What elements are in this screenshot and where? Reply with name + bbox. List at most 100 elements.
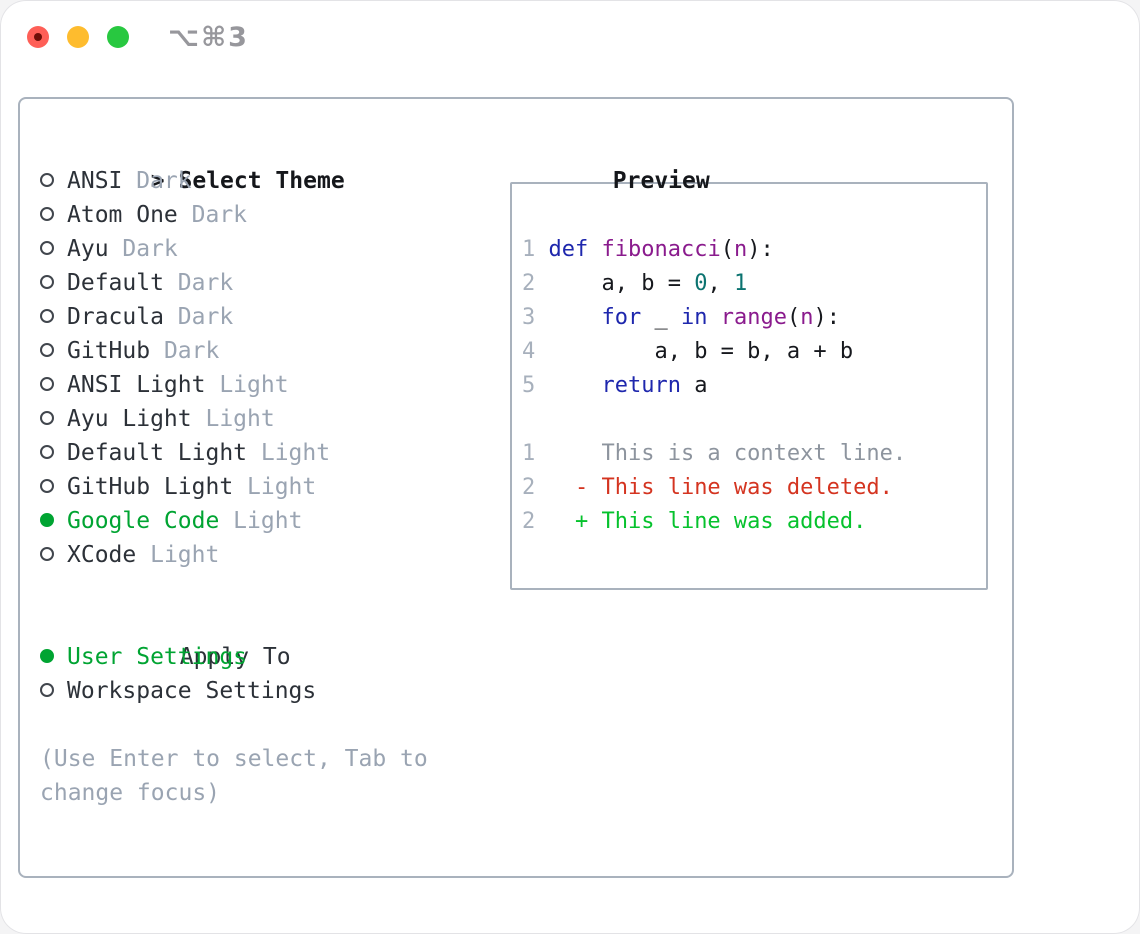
preview-header: Preview [502,130,1002,194]
theme-name: Ayu [67,236,109,262]
diff-text: - This line was deleted. [535,475,893,500]
spacer [40,572,502,606]
theme-variant: Light [205,372,289,398]
radio-unselected-icon [40,547,54,561]
diff-text: + This line was added. [535,509,867,534]
theme-variant: Light [247,440,331,466]
theme-name: Dracula [67,304,164,330]
theme-variant: Light [233,474,317,500]
radio-unselected-icon [40,241,54,255]
line-number: 5 [522,373,549,398]
theme-option-ansi[interactable]: ANSI Dark [40,164,502,198]
title-bar: ⌥⌘3 [0,0,1140,97]
theme-option-github-light[interactable]: GitHub Light Light [40,470,502,504]
radio-unselected-icon [40,377,54,391]
theme-option-atom-one[interactable]: Atom One Dark [40,198,502,232]
theme-name: ANSI Light [67,372,206,398]
line-number: 2 [522,271,549,296]
prompt-caret-icon: > [150,168,165,194]
theme-option-default[interactable]: Default Dark [40,266,502,300]
theme-name: XCode [67,542,137,568]
theme-option-xcode[interactable]: XCode Light [40,538,502,572]
theme-option-dracula[interactable]: Dracula Dark [40,300,502,334]
code-line: 5 return a [522,373,708,398]
radio-unselected-icon [40,411,54,425]
apply-to-header: Apply To [40,606,502,670]
traffic-lights [27,26,129,48]
radio-unselected-icon [40,275,54,289]
keyboard-hint: (Use Enter to select, Tab to change focus… [40,742,502,810]
select-theme-title: Select Theme [178,168,345,194]
hint-text: (Use Enter to select, Tab to [40,746,428,772]
apply-option-label: Workspace Settings [67,678,317,704]
line-number: 2 [522,475,536,500]
hint-text: change focus) [40,780,221,806]
radio-unselected-icon [40,309,54,323]
apply-option-user-settings[interactable]: User Settings [40,640,502,674]
radio-unselected-icon [40,173,54,187]
theme-option-default-light[interactable]: Default Light Light [40,436,502,470]
theme-variant: Dark [122,168,192,194]
theme-name: GitHub [67,338,151,364]
radio-selected-icon [40,649,54,663]
theme-name: GitHub Light [67,474,234,500]
preview-title: Preview [612,168,710,194]
theme-name: Default [67,270,164,296]
apply-to-label: Apply To [179,644,291,670]
theme-variant: Light [136,542,220,568]
radio-unselected-icon [40,683,54,697]
theme-variant: Dark [177,202,248,228]
diff-line-deleted: 2 - This line was deleted. [522,471,986,505]
line-number: 4 [522,339,549,364]
spacer [522,403,986,437]
theme-variant: Dark [108,236,178,262]
diff-line-context: 1 This is a context line. [522,437,986,471]
theme-name: ANSI [67,168,123,194]
theme-option-google-code[interactable]: Google Code Light [40,504,502,538]
code-line: 4 a, b = b, a + b [522,339,854,364]
window-title: ⌥⌘3 [168,22,249,53]
theme-name: Default Light [67,440,248,466]
line-number: 3 [522,305,549,330]
theme-option-ayu-light[interactable]: Ayu Light Light [40,402,502,436]
preview-column: Preview 1 def fibonacci(n): 2 a, b = 0, 1… [502,130,1002,876]
theme-option-ansi-light[interactable]: ANSI Light Light [40,368,502,402]
preview-box: 1 def fibonacci(n): 2 a, b = 0, 1 3 for _ … [510,182,988,590]
code-line: 2 a, b = 0, 1 [522,271,748,296]
radio-unselected-icon [40,207,54,221]
line-number: 2 [522,509,536,534]
code-line: 3 for _ in range(n): [522,305,840,330]
theme-variant: Light [191,406,275,432]
line-number: 1 [522,441,536,466]
diff-preview: 1 This is a context line.2 - This line w… [522,437,986,539]
select-theme-header: > Select Theme [40,130,502,194]
radio-unselected-icon [40,343,54,357]
theme-name: Ayu Light [67,406,192,432]
theme-name: Google Code [67,508,220,534]
code-preview: 1 def fibonacci(n): 2 a, b = 0, 1 3 for _ … [522,233,986,403]
line-number: 1 [522,237,549,262]
theme-variant: Dark [163,270,234,296]
apply-option-label: User Settings [67,644,248,670]
theme-name: Atom One [67,202,178,228]
theme-variant: Dark [150,338,220,364]
minimize-button[interactable] [67,26,89,48]
apply-option-workspace-settings[interactable]: Workspace Settings [40,674,502,708]
theme-option-ayu[interactable]: Ayu Dark [40,232,502,266]
zoom-button[interactable] [107,26,129,48]
radio-selected-icon [40,513,54,527]
radio-unselected-icon [40,445,54,459]
diff-line-added: 2 + This line was added. [522,505,986,539]
code-line: 1 def fibonacci(n): [522,237,774,262]
spacer [40,708,502,742]
theme-option-github[interactable]: GitHub Dark [40,334,502,368]
theme-variant: Dark [163,304,234,330]
radio-unselected-icon [40,479,54,493]
close-button[interactable] [27,26,49,48]
diff-text: This is a context line. [535,441,907,466]
